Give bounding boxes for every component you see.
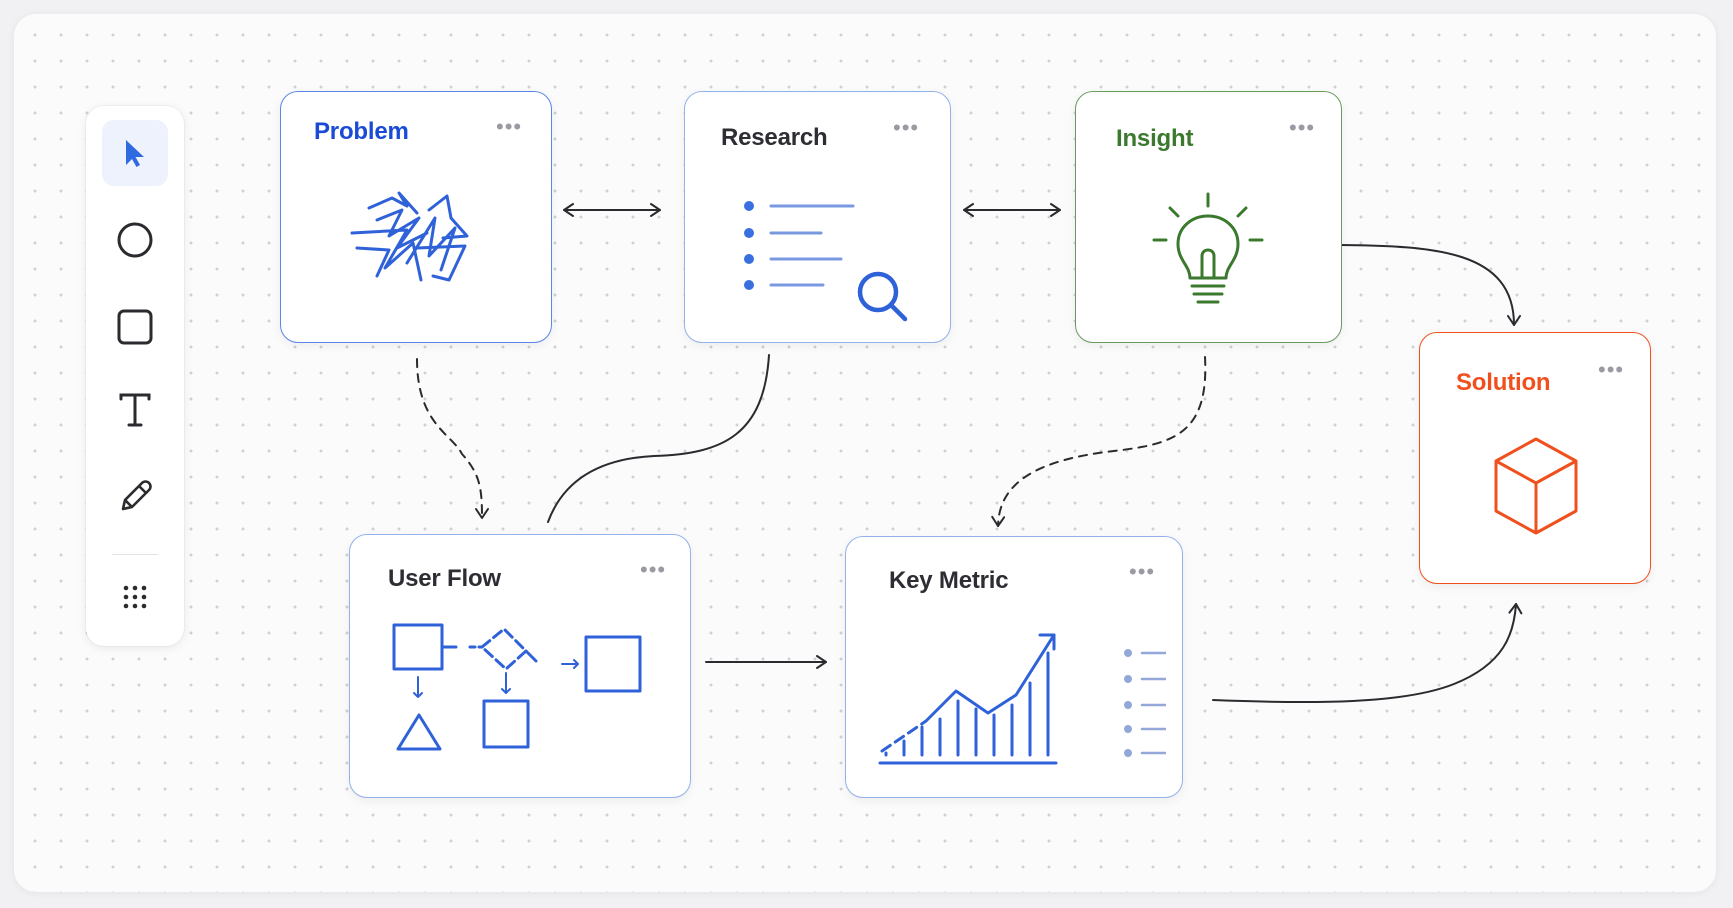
card-menu-button[interactable]: ••• (640, 557, 667, 582)
card-insight[interactable]: Insight ••• (1075, 91, 1342, 343)
connector-research-userflow (547, 354, 770, 523)
rectangle-tool-button[interactable] (102, 294, 168, 360)
card-menu-button[interactable]: ••• (1289, 115, 1316, 140)
card-title: Problem (314, 118, 409, 145)
ellipse-tool-button[interactable] (102, 207, 168, 273)
pen-tool-button[interactable] (102, 463, 168, 529)
connector-problem-userflow (416, 358, 489, 519)
card-title: Research (721, 124, 828, 151)
connector-insight-keymetric (991, 356, 1207, 527)
text-icon (119, 393, 151, 427)
card-title: Insight (1116, 125, 1194, 152)
circle-icon (117, 222, 153, 258)
connector-keymetric-solution (1212, 603, 1523, 704)
canvas-board[interactable]: Problem ••• Research ••• (14, 14, 1716, 892)
card-menu-button[interactable]: ••• (1598, 357, 1625, 382)
card-key-metric[interactable]: Key Metric ••• (845, 536, 1183, 798)
bar-chart-icon (878, 633, 1166, 765)
magnifier-icon (744, 201, 908, 322)
select-tool-button[interactable] (102, 120, 168, 186)
grid-dots-icon (123, 585, 147, 609)
card-problem[interactable]: Problem ••• (280, 91, 552, 343)
card-title: Solution (1456, 369, 1551, 396)
card-research[interactable]: Research ••• (684, 91, 951, 343)
cursor-icon (126, 140, 144, 167)
card-user-flow[interactable]: User Flow ••• (349, 534, 691, 798)
card-menu-button[interactable]: ••• (496, 114, 523, 139)
card-title: Key Metric (889, 567, 1009, 594)
lightbulb-icon (1152, 192, 1264, 304)
card-menu-button[interactable]: ••• (893, 115, 920, 140)
tools-toolbar (86, 106, 184, 646)
card-title: User Flow (388, 565, 501, 592)
card-solution[interactable]: Solution ••• (1419, 332, 1651, 584)
text-tool-button[interactable] (102, 377, 168, 443)
more-tools-button[interactable] (102, 564, 168, 630)
pencil-icon (121, 480, 152, 511)
cube-icon (1494, 437, 1578, 535)
flowchart-icon (392, 623, 642, 751)
toolbar-divider (112, 554, 158, 555)
connector-insight-solution (1339, 244, 1521, 326)
square-icon (117, 309, 153, 345)
connector-layer (416, 203, 1523, 704)
card-menu-button[interactable]: ••• (1129, 559, 1156, 584)
scribble-icon (350, 191, 469, 282)
